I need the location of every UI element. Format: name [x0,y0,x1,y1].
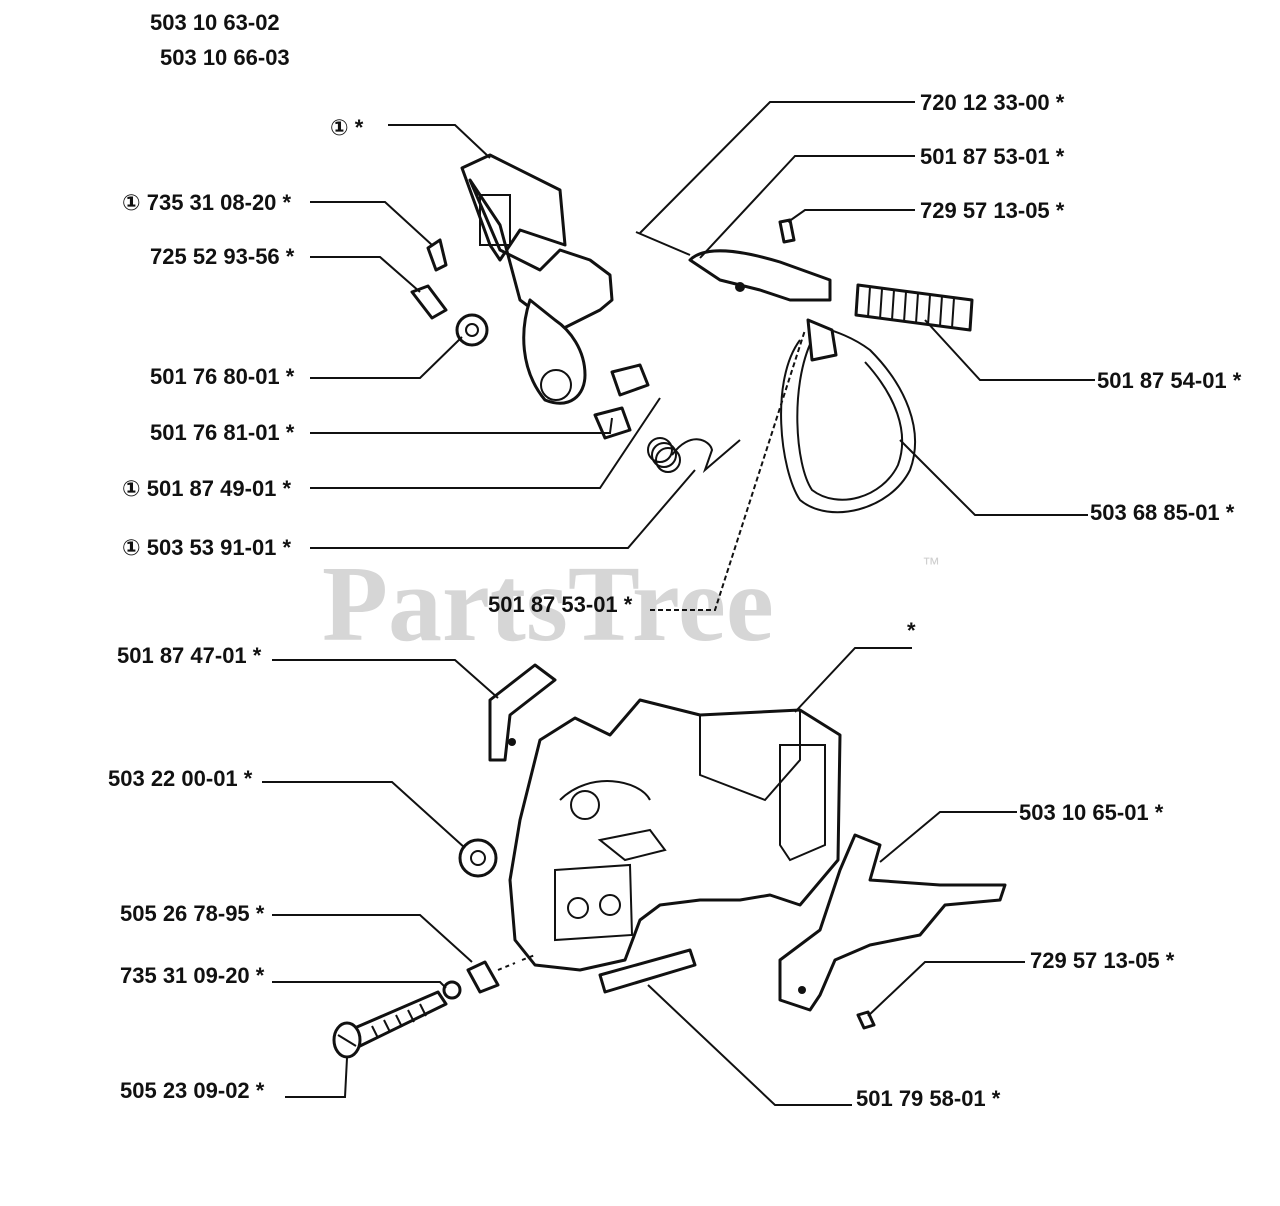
brake-band-part [780,324,916,514]
bar-bolt-505-23-09-02 [332,990,448,1059]
nut-503-22-00-01 [458,838,498,878]
callout-label: 501 87 53-01 * [920,144,1065,169]
callout-label: 503 68 85-01 * [1090,500,1235,525]
callout-label: 503 22 00-01 * [108,766,253,791]
callout-label: ① 503 53 91-01 * [122,535,292,560]
block-501-79-58-01 [598,948,697,994]
torsion-spring-part [647,437,741,474]
brake-handle-part [460,153,567,262]
callout-label: 501 79 58-01 * [856,1086,1001,1111]
bushing-501-76-81-01 [593,406,632,440]
callout-label: 735 31 09-20 * [120,963,265,988]
callout-label: 725 52 93-56 * [150,244,295,269]
screw-729-57-13-05-top [778,218,796,244]
watermark-trademark: ™ [922,554,940,574]
callout-label: 505 23 09-02 * [120,1078,265,1103]
callout-label: 729 57 13-05 * [920,198,1065,223]
cover-plate-503-10-65-01 [778,833,1007,1012]
brake-spring-part [854,283,974,332]
callout-label: 501 76 80-01 * [150,364,295,389]
watermark-text: PartsTree [322,545,774,664]
callout-labels: ① * ① 735 31 08-20 * 725 52 93-56 * 501 … [108,90,1242,1111]
callout-label: 720 12 33-00 * [920,90,1065,115]
bracket-501-87-47-01 [488,663,557,762]
screw-729-57-13-05-bottom [856,1010,876,1030]
leader-lines [262,101,1095,1106]
header-code-1: 503 10 63-02 [150,10,280,35]
callout-label: 501 87 53-01 * [488,592,633,617]
pin-720-12-33-00 [635,231,691,256]
callout-label: 501 87 47-01 * [117,643,262,668]
washer-735-31-09-20 [442,980,462,1000]
header-code-2: 503 10 66-03 [160,45,290,70]
screw-735-31-08-20 [426,238,448,272]
brake-link-part [688,249,832,302]
nut-501-76-80-01 [455,313,489,347]
clutch-cover-part [508,698,842,972]
parts-illustration [332,153,1007,1059]
screw-725-52-93-56 [410,284,448,320]
nut-505-26-78-95 [466,960,500,994]
callout-label: 501 76 81-01 * [150,420,295,445]
callout-label: ① 501 87 49-01 * [122,476,292,501]
callout-label: * [907,618,916,643]
callout-label: 505 26 78-95 * [120,901,265,926]
callout-label: 503 10 65-01 * [1019,800,1164,825]
callout-label: ① * [330,115,364,140]
pin-501-87-49-01 [610,363,650,397]
brake-lever-part [468,178,614,332]
callout-label: 501 87 54-01 * [1097,368,1242,393]
callout-label: 729 57 13-05 * [1030,948,1175,973]
callout-label: ① 735 31 08-20 * [122,190,292,215]
